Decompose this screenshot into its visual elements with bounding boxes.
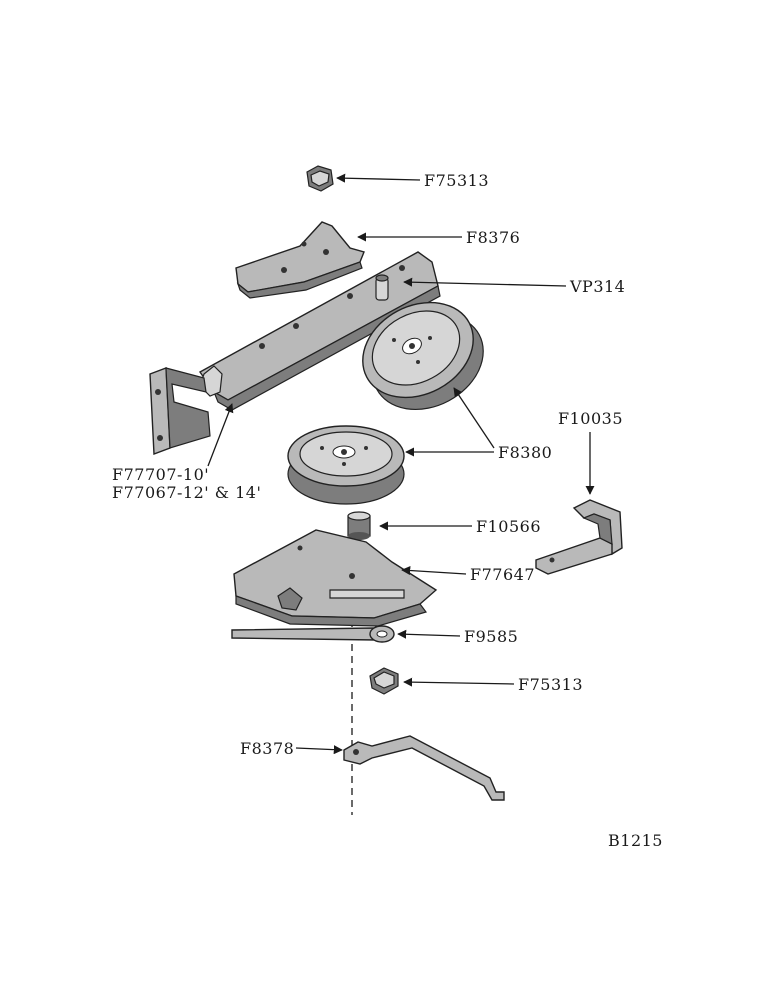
- label-pulleys: F8380: [498, 443, 552, 462]
- leader-top-block: [336, 173, 421, 183]
- part-pulley-lower: [287, 425, 405, 505]
- leader-channel-arm: [207, 403, 234, 467]
- leader-pin: [403, 277, 567, 287]
- part-base-plate: [233, 529, 438, 627]
- label-top-block: F75313: [424, 171, 489, 190]
- drawing-id: B1215: [608, 831, 663, 850]
- leader-base-plate: [401, 565, 467, 576]
- part-rod: [231, 625, 395, 643]
- part-pin: [375, 274, 389, 301]
- part-pulley-upper: [362, 301, 484, 411]
- label-base-plate: F77647: [470, 565, 535, 584]
- part-lower-block: [369, 667, 399, 695]
- leader-bent-bar: [295, 745, 343, 755]
- part-hook-bracket: [535, 499, 623, 575]
- label-channel-arm-line2: F77067-12' & 14': [112, 483, 261, 502]
- label-spacer: F10566: [476, 517, 541, 536]
- part-spacer: [347, 511, 371, 540]
- part-bracket-plate: [235, 221, 365, 299]
- leader-rod: [397, 629, 461, 639]
- label-rod: F9585: [464, 627, 518, 646]
- label-bracket-plate: F8376: [466, 228, 520, 247]
- label-bent-bar: F8378: [240, 739, 294, 758]
- leader-pulley-upper: [453, 387, 495, 449]
- label-channel-arm-line1: F77707-10': [112, 465, 209, 484]
- part-bent-bar: [343, 735, 505, 801]
- label-lower-block: F75313: [518, 675, 583, 694]
- label-pin: VP314: [569, 277, 625, 296]
- part-top-block: [306, 165, 334, 192]
- leader-lower-block: [403, 677, 515, 687]
- label-hook-bracket: F10035: [558, 409, 623, 428]
